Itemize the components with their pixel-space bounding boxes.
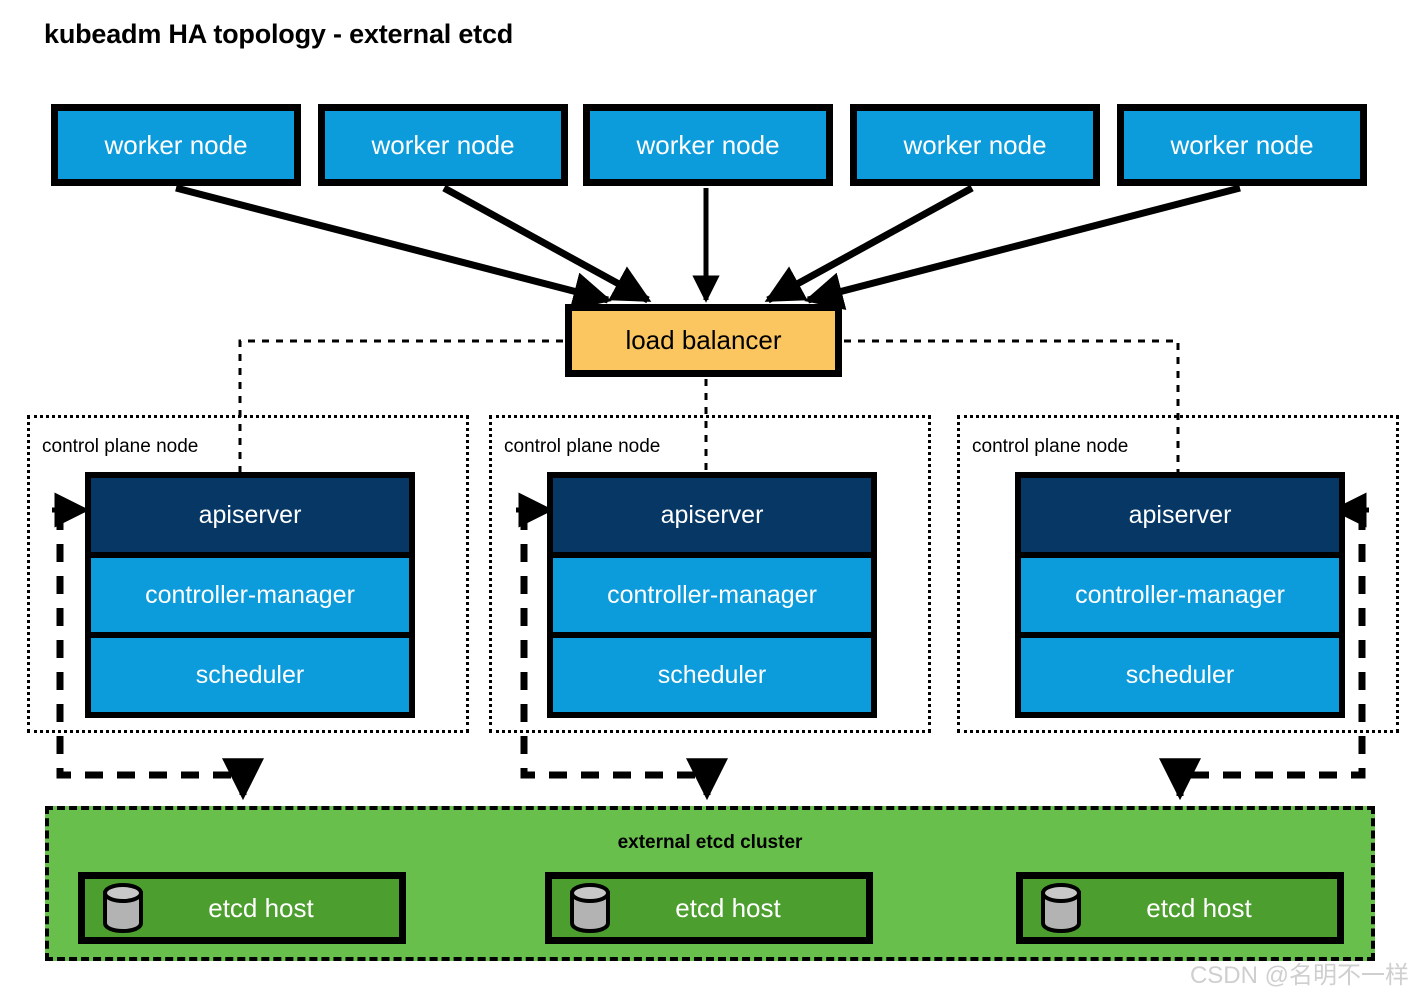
scheduler-box[interactable]: scheduler xyxy=(1021,638,1339,712)
worker-node-box[interactable]: worker node xyxy=(583,104,833,186)
etcd-host-label: etcd host xyxy=(208,892,314,923)
control-plane-node: control plane node apiserver controller-… xyxy=(957,415,1399,733)
worker-node-box[interactable]: worker node xyxy=(318,104,568,186)
worker-node-box[interactable]: worker node xyxy=(850,104,1100,186)
etcd-host-box[interactable]: etcd host xyxy=(1016,872,1344,944)
apiserver-to-etcd-links xyxy=(56,512,1366,801)
apiserver-box[interactable]: apiserver xyxy=(1021,478,1339,552)
controller-manager-box[interactable]: controller-manager xyxy=(91,558,409,632)
etcd-host-box[interactable]: etcd host xyxy=(545,872,873,944)
database-cylinder-icon xyxy=(101,882,145,934)
page-title: kubeadm HA topology - external etcd xyxy=(44,19,514,49)
etcd-host-label: etcd host xyxy=(1146,892,1252,923)
scheduler-box[interactable]: scheduler xyxy=(91,638,409,712)
worker-node-box[interactable]: worker node xyxy=(1117,104,1367,186)
worker-node-box[interactable]: worker node xyxy=(51,104,301,186)
load-balancer-box[interactable]: load balancer xyxy=(565,304,842,377)
control-plane-node: control plane node apiserver controller-… xyxy=(27,415,469,733)
control-plane-components: apiserver controller-manager scheduler xyxy=(547,472,877,718)
control-plane-node: control plane node apiserver controller-… xyxy=(489,415,931,733)
apiserver-box[interactable]: apiserver xyxy=(91,478,409,552)
control-plane-components: apiserver controller-manager scheduler xyxy=(1015,472,1345,718)
worker-to-loadbalancer-arrows xyxy=(175,184,1241,310)
etcd-host-box[interactable]: etcd host xyxy=(78,872,406,944)
controller-manager-box[interactable]: controller-manager xyxy=(553,558,871,632)
control-plane-components: apiserver controller-manager scheduler xyxy=(85,472,415,718)
control-plane-node-label: control plane node xyxy=(972,436,1129,457)
apiserver-box[interactable]: apiserver xyxy=(553,478,871,552)
control-plane-node-label: control plane node xyxy=(42,436,199,457)
etcd-host-label: etcd host xyxy=(675,892,781,923)
database-cylinder-icon xyxy=(568,882,612,934)
controller-manager-box[interactable]: controller-manager xyxy=(1021,558,1339,632)
scheduler-box[interactable]: scheduler xyxy=(553,638,871,712)
database-cylinder-icon xyxy=(1039,882,1083,934)
external-etcd-cluster: external etcd cluster etcd host etcd hos… xyxy=(45,806,1375,961)
control-plane-node-label: control plane node xyxy=(504,436,661,457)
etcd-cluster-label: external etcd cluster xyxy=(617,832,803,853)
